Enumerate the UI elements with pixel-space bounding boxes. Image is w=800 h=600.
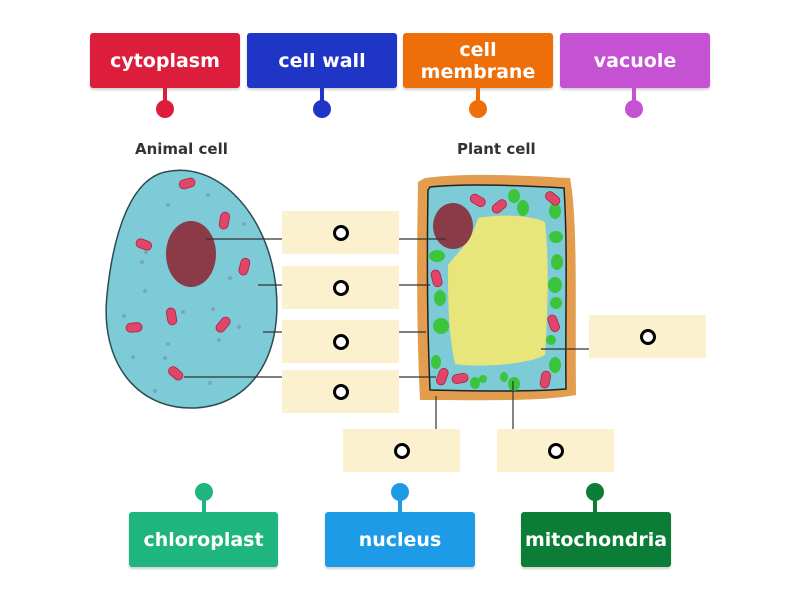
label-tile-vacuole[interactable]: vacuole <box>560 33 710 88</box>
tile-handle[interactable] <box>469 100 487 118</box>
label-tile-nucleus[interactable]: nucleus <box>325 512 475 567</box>
plant-mitochondria <box>430 191 561 389</box>
tile-connector <box>202 497 206 512</box>
tile-connector <box>320 88 324 102</box>
tile-connector <box>398 497 402 512</box>
drop-target-dot <box>332 333 349 350</box>
drop-zone-plant-vacuole[interactable] <box>589 315 706 358</box>
plant-chloroplasts <box>429 189 563 391</box>
drop-zone-animal-nucleus[interactable] <box>282 211 399 254</box>
tile-handle[interactable] <box>586 483 604 501</box>
drop-zone-animal-mitochondria[interactable] <box>282 370 399 413</box>
plant-nucleus <box>433 203 473 249</box>
tile-connector <box>163 88 167 102</box>
tile-connector <box>632 88 636 102</box>
tile-handle[interactable] <box>625 100 643 118</box>
tile-handle[interactable] <box>313 100 331 118</box>
drop-target-dot <box>639 328 656 345</box>
animal-granules <box>122 193 246 393</box>
drop-target-dot <box>332 279 349 296</box>
drop-zone-animal-cytoplasm[interactable] <box>282 266 399 309</box>
animal-nucleus <box>166 221 216 287</box>
plant-vacuole <box>448 215 548 366</box>
animal-mitochondria <box>125 177 251 381</box>
animal-cell-heading: Animal cell <box>135 140 228 158</box>
plant-cell-heading: Plant cell <box>457 140 536 158</box>
drop-target-dot <box>332 383 349 400</box>
drop-target-dot <box>547 442 564 459</box>
drop-zone-plant-cell-wall[interactable] <box>343 429 460 472</box>
label-tile-cell-membrane[interactable]: cell membrane <box>403 33 553 88</box>
leader-lines <box>184 238 590 429</box>
tile-handle[interactable] <box>195 483 213 501</box>
tile-handle[interactable] <box>156 100 174 118</box>
drop-target-dot <box>332 224 349 241</box>
tile-connector <box>476 88 480 102</box>
drop-target-dot <box>393 442 410 459</box>
label-tile-mitochondria[interactable]: mitochondria <box>521 512 671 567</box>
animal-cell-body <box>105 169 278 409</box>
tile-connector <box>593 497 597 512</box>
label-tile-chloroplast[interactable]: chloroplast <box>129 512 278 567</box>
tile-handle[interactable] <box>391 483 409 501</box>
label-tile-cytoplasm[interactable]: cytoplasm <box>90 33 240 88</box>
drop-zone-animal-membrane[interactable] <box>282 320 399 363</box>
label-tile-cell-wall[interactable]: cell wall <box>247 33 397 88</box>
drop-zone-plant-chloroplast[interactable] <box>497 429 614 472</box>
